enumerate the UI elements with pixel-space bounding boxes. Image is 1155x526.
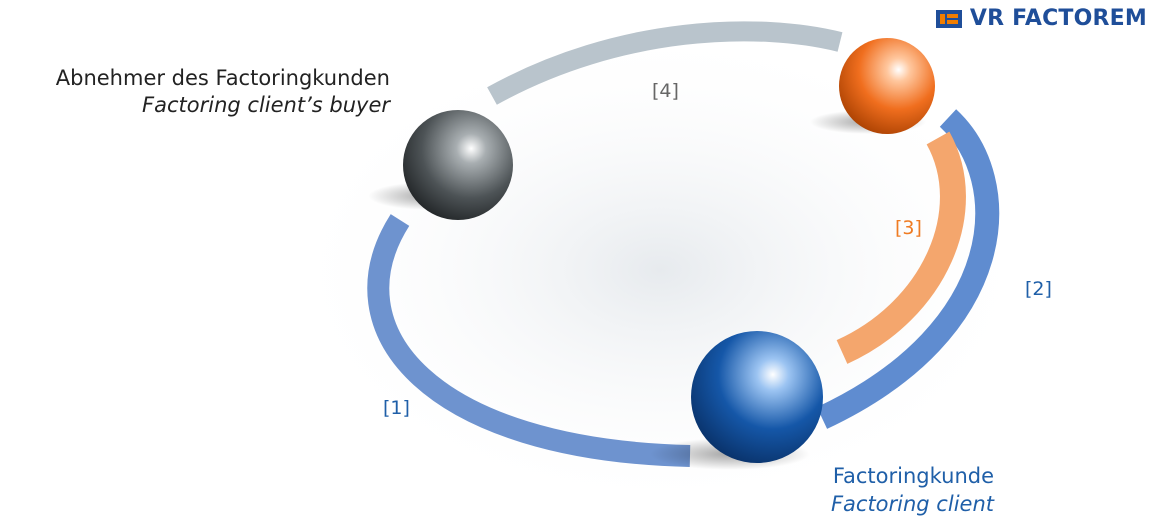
flow-arrow-4	[487, 21, 843, 105]
flow-label-2: [2]	[1025, 278, 1052, 300]
factor-node-sphere	[839, 38, 935, 134]
flow-label-3: [3]	[895, 217, 922, 239]
buyer-label-de: Abnehmer des Factoringkunden	[55, 66, 390, 90]
client-label: Factoringkunde Factoring client	[808, 462, 994, 518]
flow-arrow-3	[836, 131, 966, 364]
volksbank-raiffeisenbank-logo-icon	[935, 9, 962, 28]
client-label-en: Factoring client	[830, 492, 994, 516]
brand-logo: VR FACTOREM	[935, 6, 1147, 31]
flow-arrow-2	[816, 109, 1000, 429]
buyer-label-en: Factoring client’s buyer	[142, 93, 390, 117]
flow-arrow-1	[367, 214, 691, 467]
flow-label-4: [4]	[652, 80, 679, 102]
buyer-node-sphere	[403, 110, 513, 220]
client-node-sphere	[691, 331, 823, 463]
buyer-label: Abnehmer des Factoringkunden Factoring c…	[20, 65, 390, 119]
brand-name: VR FACTOREM	[969, 6, 1147, 31]
client-label-de: Factoringkunde	[832, 464, 994, 488]
flow-label-1: [1]	[383, 397, 410, 419]
